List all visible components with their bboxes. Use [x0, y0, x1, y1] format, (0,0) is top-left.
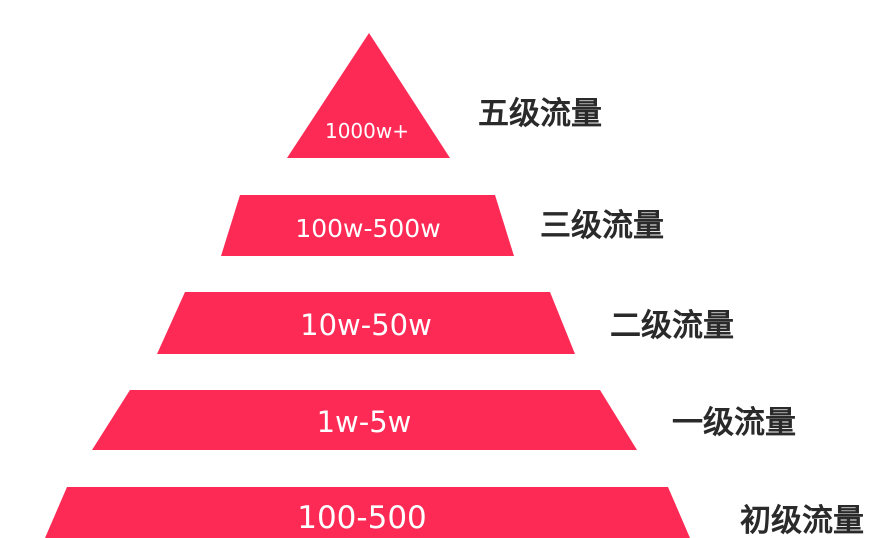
tier-level-label: 五级流量	[478, 96, 602, 132]
pyramid-tier-1	[287, 33, 450, 158]
tier-level-label: 初级流量	[740, 503, 864, 538]
tier-range-label: 100-500	[297, 500, 427, 536]
pyramid-tier-2	[221, 195, 514, 256]
pyramid-tier-4	[92, 390, 637, 450]
tier-level-label: 二级流量	[610, 308, 734, 344]
tier-range-label: 1w-5w	[317, 405, 412, 439]
pyramid-tier-3	[157, 292, 575, 354]
tier-range-label: 100w-500w	[295, 214, 440, 243]
tier-range-label: 10w-50w	[300, 308, 432, 342]
tier-level-label: 三级流量	[540, 208, 664, 244]
pyramid-tier-5	[45, 487, 690, 538]
tier-level-label: 一级流量	[672, 405, 796, 441]
tier-range-label: 1000w+	[325, 119, 409, 143]
